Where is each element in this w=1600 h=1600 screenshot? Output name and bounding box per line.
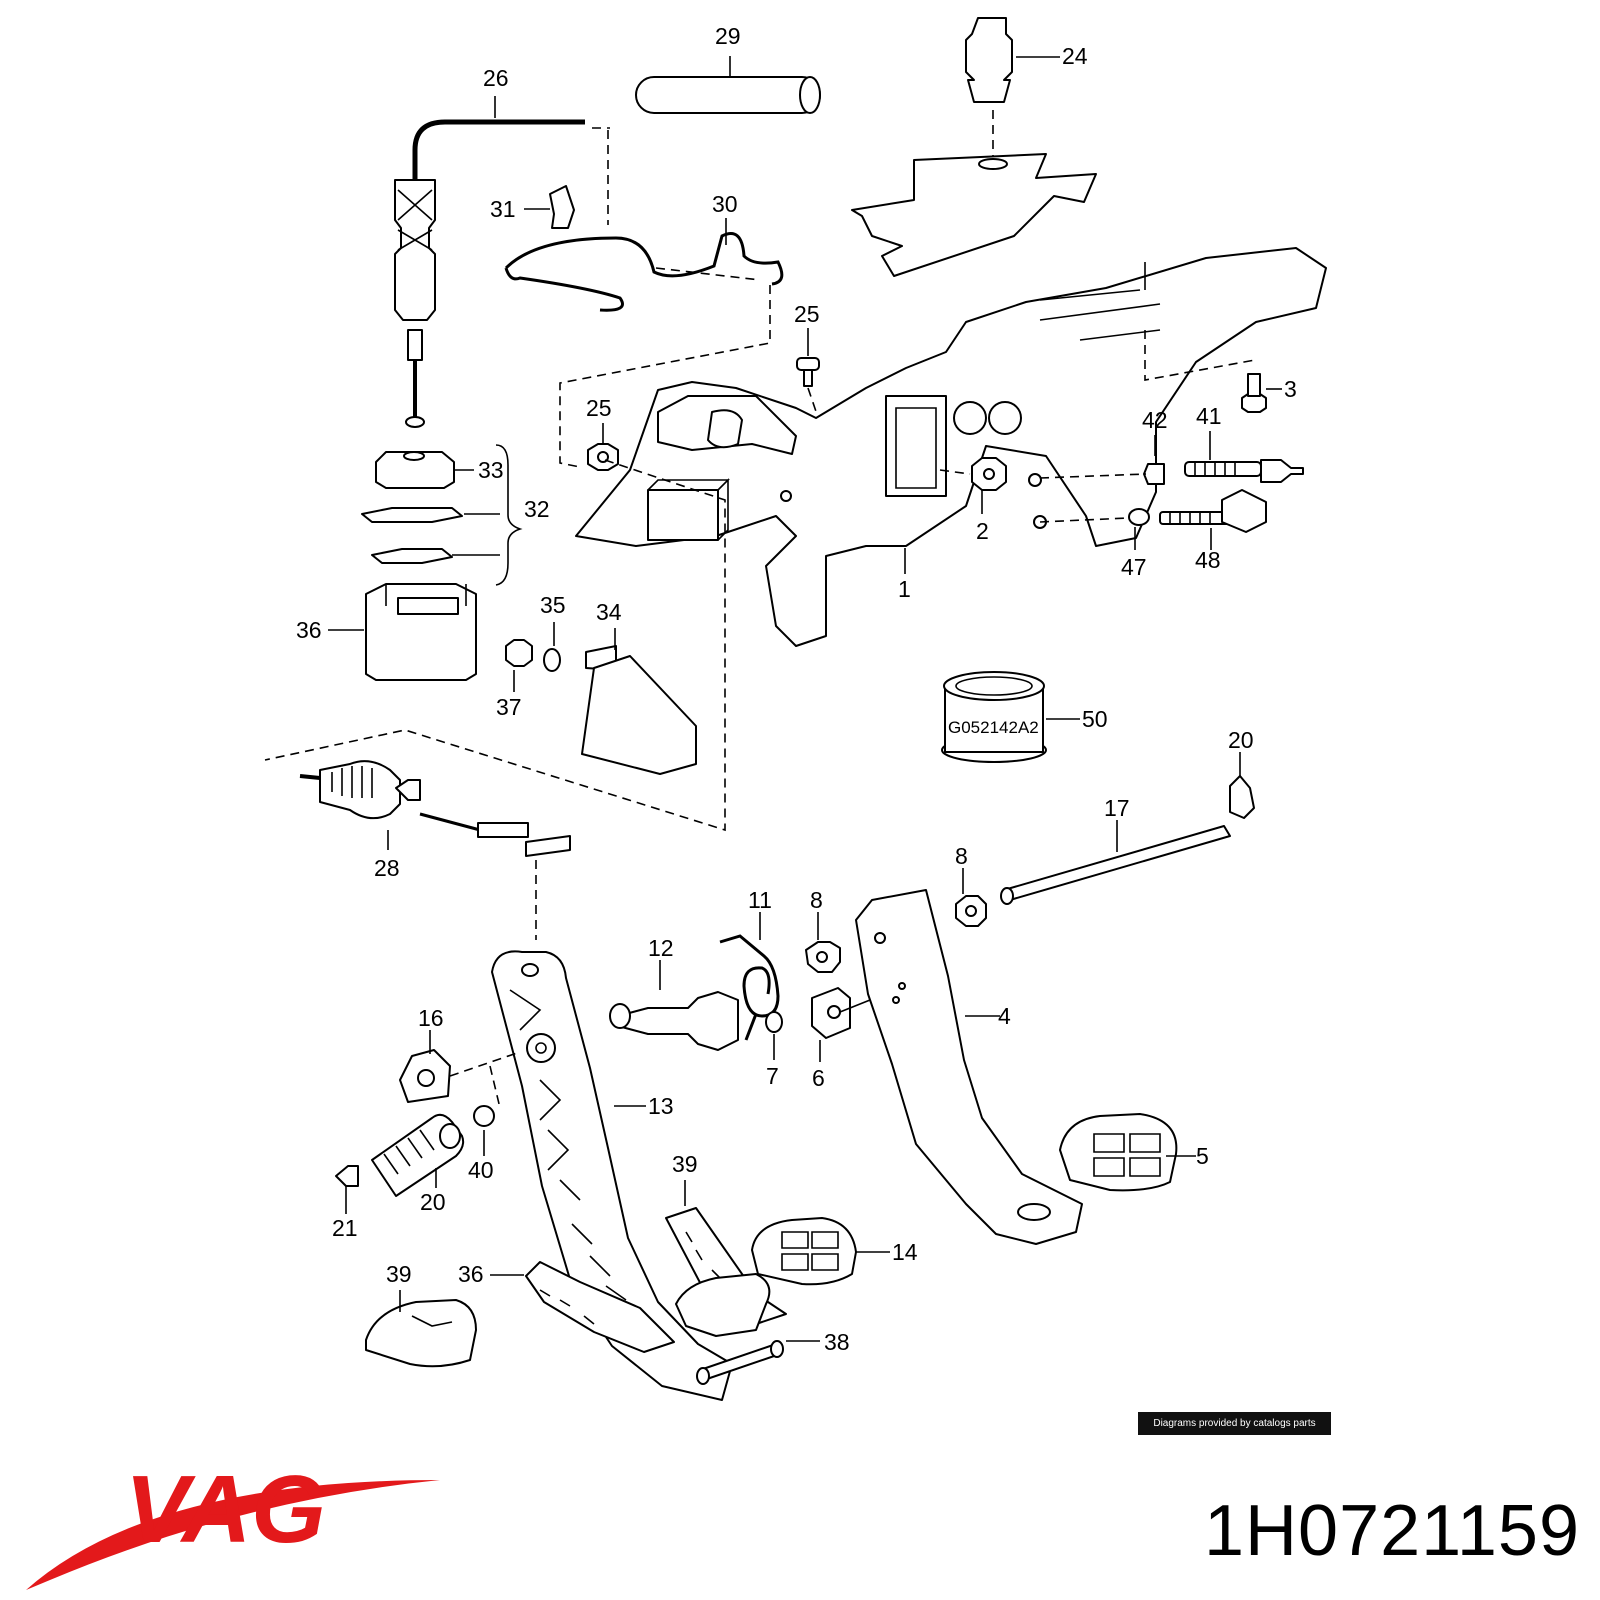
- part-28-wire-spring: [504, 218, 784, 312]
- part-3-bolt: [1241, 373, 1282, 413]
- bushing-marking: G052142A2: [948, 718, 1039, 737]
- part-40-bolt: [473, 1105, 495, 1156]
- part-22-grommet: [851, 17, 1097, 277]
- part-number: 1H0721159: [1204, 1491, 1580, 1571]
- callout-39-final: 39: [386, 1261, 412, 1287]
- callout-36-final: 36: [458, 1261, 484, 1287]
- part-16-pivot-pin: [1000, 820, 1231, 905]
- callout-26: 29: [715, 23, 741, 49]
- callout-7: 7: [766, 1063, 779, 1089]
- part-24-nut: [587, 423, 619, 471]
- callout-2: 2: [976, 518, 989, 544]
- part-29-clip: [524, 185, 575, 229]
- part-12-bushing-sleeve: [609, 960, 739, 1051]
- vag-logo: VAG: [26, 1456, 440, 1590]
- callout-35: 35: [540, 592, 566, 618]
- callout-3: 3: [1284, 376, 1297, 402]
- part-38-pin: [696, 1340, 820, 1385]
- callout-28: 30: [712, 191, 738, 217]
- callout-33: 34: [596, 599, 622, 625]
- part-14-clutch-pedal-pad: [751, 1217, 890, 1286]
- callout-48: 48: [1195, 547, 1221, 573]
- callout-25-top: 26: [483, 65, 509, 91]
- part-21-end-cap: [335, 1165, 359, 1214]
- part-35-washer: [543, 622, 561, 672]
- part-5-brake-pedal-pad: [1059, 1113, 1196, 1192]
- part-17-clip: [1229, 752, 1255, 819]
- callout-34: 37: [496, 694, 522, 720]
- callout-14: 14: [892, 1239, 918, 1265]
- part-26-foam-tube: [635, 56, 821, 114]
- part-25-clutch-cable-top: [394, 96, 585, 428]
- part-34-nut: [505, 639, 533, 692]
- part-6-clip: [811, 987, 871, 1062]
- part-31-buffer: [375, 451, 474, 489]
- callout-31: 33: [478, 457, 504, 483]
- callout-4: 4: [998, 1003, 1011, 1029]
- part-33-bracket: [581, 628, 697, 775]
- callout-12: 12: [648, 935, 674, 961]
- part-50-bushing: G052142A2: [941, 671, 1080, 763]
- callout-17: 20: [1228, 727, 1254, 753]
- callout-15: 16: [418, 1005, 444, 1031]
- part-1-pedal-bracket: [264, 247, 1327, 832]
- callout-41: 41: [1196, 403, 1222, 429]
- part-32-housing: [328, 583, 477, 681]
- part-2-nut: [939, 457, 1007, 514]
- callout-21-final: 21: [332, 1215, 358, 1241]
- callout-16: 17: [1104, 795, 1130, 821]
- callout-37: 39: [672, 1151, 698, 1177]
- callout-13: 13: [648, 1093, 674, 1119]
- part-20-spring-assist: [371, 1113, 465, 1197]
- callout-25-bottom: 28: [374, 855, 400, 881]
- part-pedal-toe-pad: [675, 1273, 771, 1337]
- callout-40-text: 40: [468, 1157, 494, 1183]
- callout-29: 31: [490, 196, 516, 222]
- part-8-nut-lower: [805, 912, 841, 973]
- svg-text:VAG: VAG: [125, 1456, 326, 1563]
- diagram-credit: Diagrams provided by catalogs parts: [1138, 1412, 1331, 1435]
- callout-8-lower: 8: [810, 887, 823, 913]
- part-47-grommet: [1039, 508, 1150, 550]
- callout-38-final: 38: [824, 1329, 850, 1355]
- callout-labels: 29 24 26 31 30 25 3 25 42 41 33 32 2 47 …: [296, 23, 1297, 1265]
- callout-5: 5: [1196, 1143, 1209, 1169]
- part-13-clutch-pedal-arm: [491, 950, 733, 1401]
- callout-20-final: 20: [420, 1189, 446, 1215]
- part-39-pad-cap: [365, 1290, 477, 1368]
- part-4-brake-pedal-arm: [855, 889, 1083, 1245]
- callout-24: 25: [586, 395, 612, 421]
- callout-23: 25: [794, 301, 820, 327]
- part-15-bracket: [399, 1030, 521, 1109]
- callout-6: 6: [812, 1065, 825, 1091]
- callout-11: 11: [748, 887, 772, 913]
- callout-42: 42: [1142, 407, 1168, 433]
- part-30-plates: [361, 444, 523, 586]
- callout-50: 50: [1082, 706, 1108, 732]
- part-42-cap: [1039, 435, 1165, 485]
- part-11-return-spring: [719, 912, 780, 1041]
- part-25-clutch-cable-bottom: [299, 760, 571, 940]
- part-41-switch: [1184, 431, 1304, 483]
- part-7-washer: [765, 1011, 783, 1060]
- callout-30: 32: [524, 496, 550, 522]
- part-23-screw: [796, 328, 837, 471]
- part-8-nut-upper: [955, 868, 987, 927]
- part-36-pad-cover: [490, 1261, 675, 1353]
- callout-47: 47: [1121, 554, 1147, 580]
- part-48-switch: [1159, 489, 1267, 550]
- callout-32-label: 36: [296, 617, 322, 643]
- callout-1: 1: [898, 576, 911, 602]
- callout-22: 24: [1062, 43, 1088, 69]
- callout-8-upper: 8: [955, 843, 968, 869]
